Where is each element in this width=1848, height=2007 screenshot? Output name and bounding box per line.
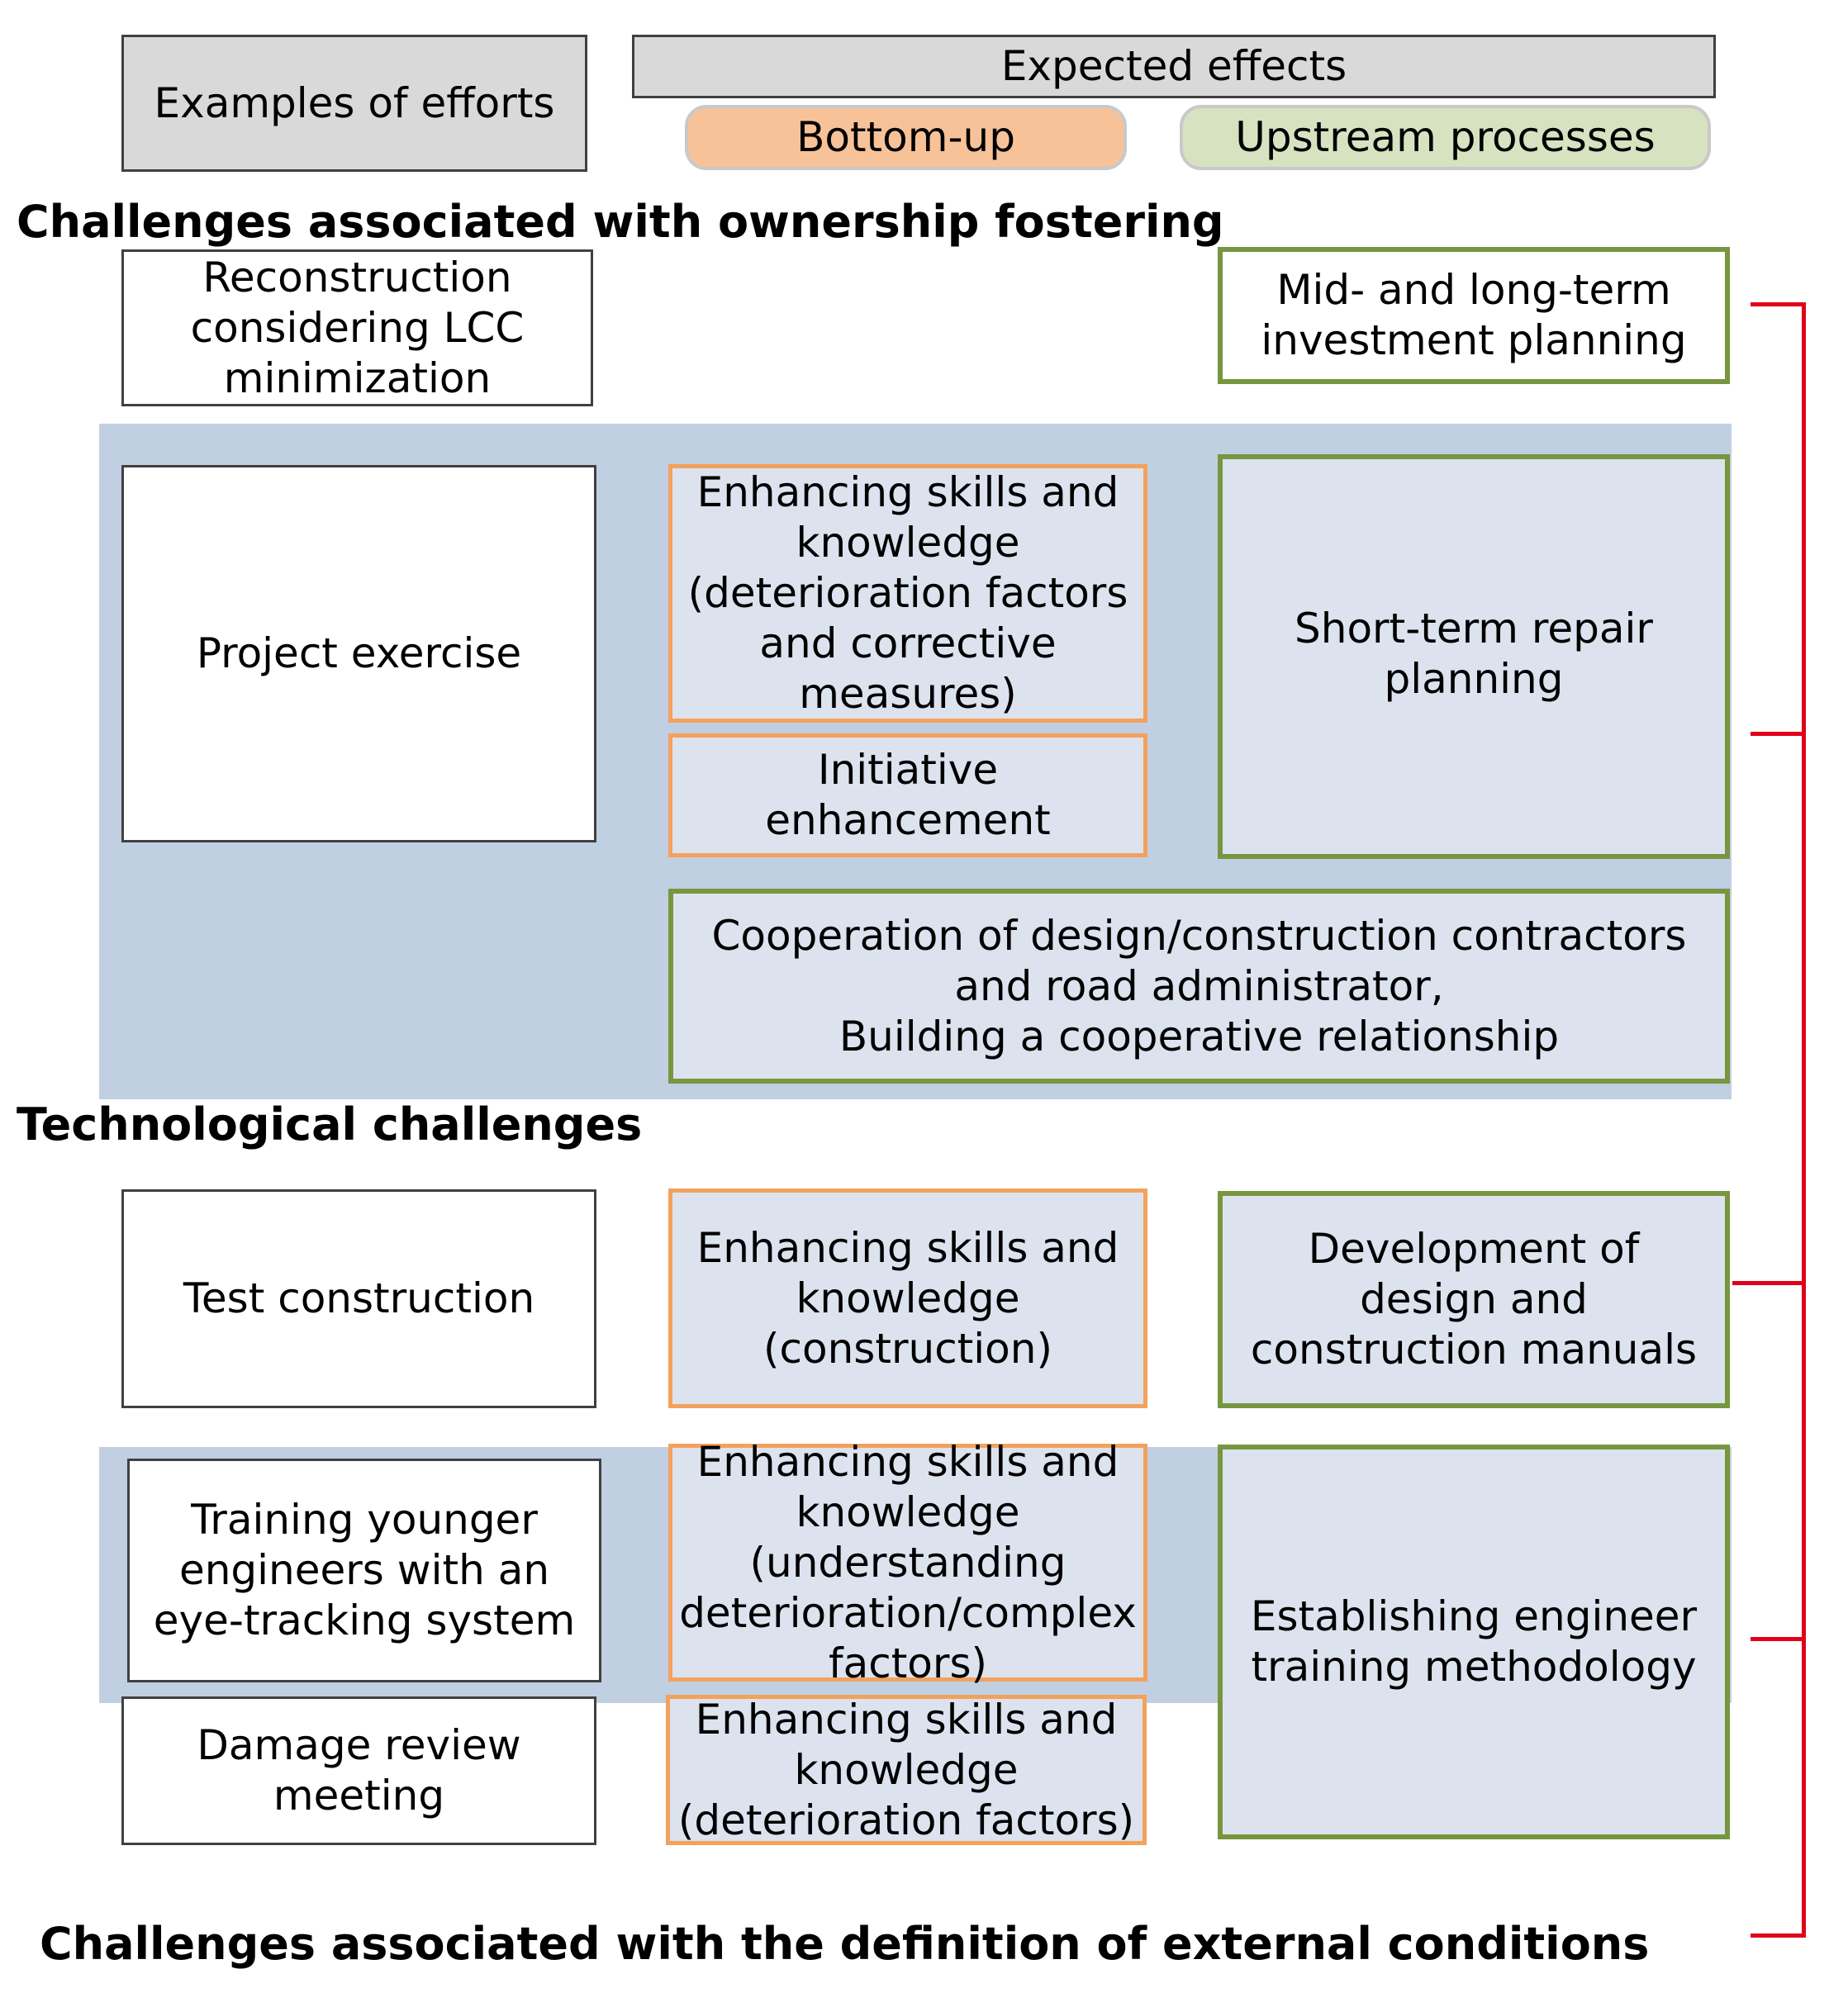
bracket-tick-mid-long-term xyxy=(1751,302,1806,306)
effect-cooperation-contractors: Cooperation of design/construction contr… xyxy=(668,889,1730,1084)
effort-reconstruction-lcc: Reconstruction considering LCC minimizat… xyxy=(121,249,593,406)
effect-short-term-repair-planning: Short-term repair planning xyxy=(1218,454,1730,859)
effect-design-construction-manuals: Development of design and construction m… xyxy=(1218,1191,1730,1408)
effect-skills-deterioration-factors: Enhancing skills and knowledge (deterior… xyxy=(666,1695,1147,1845)
effect-skills-understanding-deterioration: Enhancing skills and knowledge (understa… xyxy=(668,1438,1147,1687)
heading-technological-challenges: Technological challenges xyxy=(17,1098,643,1151)
bracket-tick-engineer-training xyxy=(1751,1637,1806,1641)
effort-training-younger-engineers: Training younger engineers with an eye-t… xyxy=(127,1459,601,1682)
bracket-tick-external-conditions xyxy=(1751,1933,1806,1938)
effort-test-construction: Test construction xyxy=(121,1189,596,1408)
effort-damage-review-meeting: Damage review meeting xyxy=(121,1696,596,1845)
effect-engineer-training-methodology: Establishing engineer training methodolo… xyxy=(1218,1445,1730,1839)
legend-bottom-up: Bottom-up xyxy=(685,105,1127,170)
effect-skills-construction: Enhancing skills and knowledge (construc… xyxy=(668,1189,1147,1408)
bracket-vertical-line xyxy=(1802,303,1806,1938)
bracket-tick-manuals xyxy=(1732,1281,1806,1285)
effect-mid-long-term-investment: Mid- and long-term investment planning xyxy=(1218,247,1730,384)
effect-initiative-enhancement: Initiative enhancement xyxy=(668,733,1147,857)
bracket-tick-short-term xyxy=(1751,732,1806,736)
legend-upstream-processes: Upstream processes xyxy=(1180,105,1711,170)
legend-examples-of-efforts: Examples of efforts xyxy=(121,35,587,172)
effect-skills-deterioration-corrective: Enhancing skills and knowledge (deterior… xyxy=(668,464,1147,723)
heading-ownership-fostering: Challenges associated with ownership fos… xyxy=(17,196,1224,248)
effort-project-exercise: Project exercise xyxy=(121,465,596,842)
heading-external-conditions: Challenges associated with the definitio… xyxy=(40,1918,1650,1970)
legend-expected-effects: Expected effects xyxy=(632,35,1716,98)
